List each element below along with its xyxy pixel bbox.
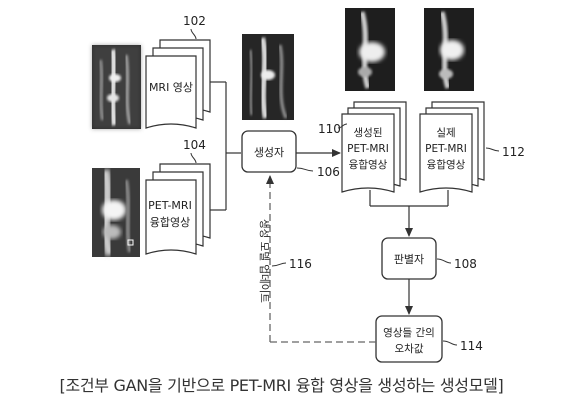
mri-image-document: MRI 영상 (145, 39, 211, 129)
svg-text:112: 112 (502, 145, 525, 159)
discriminator-box: 판별자 (381, 237, 437, 280)
svg-text:104: 104 (183, 138, 206, 152)
ref-106: 106 (296, 165, 340, 179)
discriminator-label: 판별자 (394, 253, 424, 266)
feedback-loop: 생성 모델 업데이트 (258, 175, 376, 343)
error-box: 영상들 간의 오차값 (375, 315, 443, 363)
ref-112: 112 (485, 145, 525, 159)
real-label-3: 융합영상 (427, 159, 466, 171)
real-image-document: 실제 PET-MRI 융합영상 (419, 101, 485, 193)
generator-box: 생성자 (241, 130, 297, 173)
generator-input-image (242, 34, 294, 120)
ref-104: 104 (183, 138, 206, 164)
figure-caption: [조건부 GAN을 기반으로 PET-MRI 융합 영상을 생성하는 생성모델] (59, 376, 504, 395)
real-label-2: PET-MRI (425, 143, 467, 155)
generated-label-1: 생성된 (354, 127, 383, 139)
real-label-1: 실제 (436, 127, 455, 139)
generated-label-3: 융합영상 (349, 159, 388, 171)
ref-108: 108 (436, 257, 477, 271)
real-result-image (424, 8, 474, 91)
error-label-2: 오차값 (395, 343, 424, 355)
generator-label: 생성자 (254, 146, 284, 159)
petmri-image-document: PET-MRI 융합영상 (145, 163, 211, 255)
mri-scan-image (92, 45, 141, 129)
svg-text:114: 114 (460, 339, 483, 353)
mri-image-label: MRI 영상 (149, 81, 193, 94)
error-label-1: 영상들 간의 (383, 327, 435, 339)
ref-102: 102 (183, 14, 206, 40)
merge-connectors (369, 190, 449, 237)
svg-text:102: 102 (183, 14, 206, 28)
generated-label-2: PET-MRI (347, 143, 389, 155)
petmri-scan-image (92, 168, 140, 257)
generated-image-document: 생성된 PET-MRI 융합영상 (341, 101, 407, 193)
feedback-label: 생성 모델 업데이트 (258, 219, 271, 303)
petmri-image-label-2: 융합영상 (150, 216, 190, 229)
ref-116: 116 (271, 257, 312, 271)
svg-text:116: 116 (289, 257, 312, 271)
svg-text:106: 106 (317, 165, 340, 179)
svg-text:108: 108 (454, 257, 477, 271)
svg-text:110: 110 (318, 122, 341, 136)
ref-110: 110 (318, 122, 348, 136)
petmri-image-label-1: PET-MRI (148, 199, 192, 212)
input-connectors (210, 81, 241, 211)
ref-114: 114 (442, 339, 483, 353)
generated-result-image (345, 8, 395, 91)
